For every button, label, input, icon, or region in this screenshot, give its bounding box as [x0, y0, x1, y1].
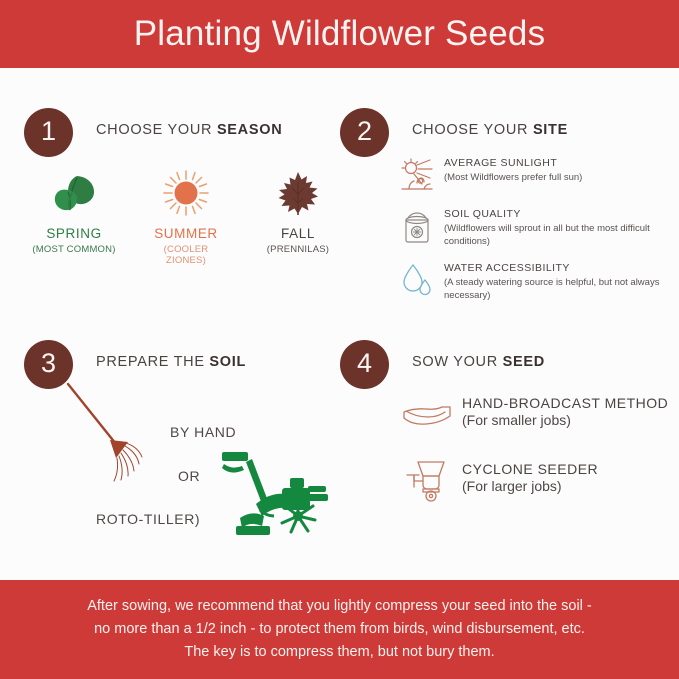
- site-item-sunlight: AVERAGE SUNLIGHT (Most Wildflowers prefe…: [398, 156, 668, 194]
- step-3-label-or: OR: [178, 468, 201, 484]
- season-spring-name: SPRING: [46, 226, 102, 241]
- site-item-water: WATER ACCESSIBILITY (A steady watering s…: [398, 261, 668, 302]
- sow-method-hand-broadcast-text: HAND-BROADCAST METHOD (For smaller jobs): [454, 394, 668, 427]
- site-item-soil-text: SOIL QUALITY (Wildflowers will sprout in…: [436, 207, 668, 248]
- sun-icon: [144, 166, 228, 220]
- footer-line-3: The key is to compress them, but not bur…: [184, 644, 495, 660]
- maple-leaf-icon: [256, 166, 340, 220]
- sow-method-list: HAND-BROADCAST METHOD (For smaller jobs): [402, 394, 670, 526]
- cyclone-seeder-icon: [402, 460, 454, 502]
- step-3-heading: PREPARE THE SOIL: [96, 354, 246, 370]
- step-4-heading-bold: SEED: [502, 354, 545, 370]
- sow-method-hand-broadcast-title: HAND-BROADCAST METHOD: [462, 395, 669, 411]
- sow-method-cyclone-seeder-text: CYCLONE SEEDER (For larger jobs): [454, 460, 598, 493]
- site-item-water-desc: (A steady watering source is helpful, bu…: [444, 277, 660, 301]
- season-summer-sub: (COOLER ZIONES): [163, 244, 209, 266]
- sow-method-cyclone-seeder-desc: (For larger jobs): [462, 478, 562, 494]
- step-2-number-badge: 2: [340, 108, 389, 157]
- step-4-number-badge: 4: [340, 340, 389, 389]
- step-3-heading-prefix: PREPARE THE: [96, 354, 210, 370]
- site-item-sunlight-text: AVERAGE SUNLIGHT (Most Wildflowers prefe…: [436, 156, 582, 184]
- step-1-heading-prefix: CHOOSE YOUR: [96, 122, 217, 138]
- site-item-sunlight-title: AVERAGE SUNLIGHT: [444, 157, 558, 169]
- season-fall-name: FALL: [281, 226, 315, 241]
- step-1-heading-bold: SEASON: [216, 122, 283, 138]
- step-2-heading-bold: SITE: [532, 122, 568, 138]
- footer-banner: After sowing, we recommend that you ligh…: [0, 580, 679, 679]
- season-fall: FALL (PRENNILAS): [256, 166, 340, 266]
- step-1-number-badge: 1: [24, 108, 73, 157]
- step-3-prepare-soil: 3 PREPARE THE SOIL: [24, 340, 344, 555]
- roto-tiller-icon: [220, 448, 332, 545]
- soil-bag-icon: [398, 207, 436, 245]
- sow-method-hand-broadcast-desc: (For smaller jobs): [462, 412, 571, 428]
- leaves-icon: [32, 166, 116, 220]
- step-2-choose-site: 2 CHOOSE YOUR SITE: [340, 108, 670, 308]
- step-3-number: 3: [40, 348, 57, 378]
- step-3-number-badge: 3: [24, 340, 73, 389]
- sow-method-cyclone-seeder-title: CYCLONE SEEDER: [462, 461, 599, 477]
- step-2-heading-prefix: CHOOSE YOUR: [412, 122, 533, 138]
- season-spring-sub: (MOST COMMON): [32, 244, 116, 255]
- header-banner: Planting Wildflower Seeds: [0, 0, 679, 68]
- site-criteria-list: AVERAGE SUNLIGHT (Most Wildflowers prefe…: [398, 156, 668, 315]
- site-item-soil: SOIL QUALITY (Wildflowers will sprout in…: [398, 207, 668, 248]
- season-options: SPRING (MOST COMMON): [32, 166, 342, 266]
- step-4-number: 4: [356, 348, 373, 378]
- sow-method-hand-broadcast: HAND-BROADCAST METHOD (For smaller jobs): [402, 394, 670, 434]
- sun-plant-icon: [398, 156, 436, 194]
- step-2-heading: CHOOSE YOUR SITE: [412, 122, 568, 138]
- step-3-label-by-hand: BY HAND: [170, 424, 237, 440]
- sow-method-cyclone-seeder: CYCLONE SEEDER (For larger jobs): [402, 460, 670, 502]
- step-1-heading: CHOOSE YOUR SEASON: [96, 122, 282, 138]
- season-summer: SUMMER (COOLER ZIONES): [144, 166, 228, 266]
- site-item-water-title: WATER ACCESSIBILITY: [444, 262, 570, 274]
- page-title: Planting Wildflower Seeds: [133, 14, 546, 53]
- step-4-sow-seed: 4 SOW YOUR SEED HA: [340, 340, 670, 540]
- rake-icon: [66, 382, 176, 502]
- open-hand-icon: [402, 394, 454, 434]
- step-4-heading: SOW YOUR SEED: [412, 354, 545, 370]
- step-4-heading-prefix: SOW YOUR: [412, 354, 503, 370]
- site-item-water-text: WATER ACCESSIBILITY (A steady watering s…: [436, 261, 668, 302]
- steps-container: 1 CHOOSE YOUR SEASON: [0, 68, 679, 580]
- step-3-label-roto-tiller: ROTO-TILLER): [96, 511, 201, 527]
- step-1-choose-season: 1 CHOOSE YOUR SEASON: [24, 108, 344, 308]
- footer-line-2: no more than a 1/2 inch - to protect the…: [94, 621, 585, 637]
- season-spring: SPRING (MOST COMMON): [32, 166, 116, 266]
- site-item-soil-title: SOIL QUALITY: [444, 208, 521, 220]
- step-1-number: 1: [40, 116, 57, 146]
- site-item-sunlight-desc: (Most Wildflowers prefer full sun): [444, 172, 583, 183]
- step-2-number: 2: [356, 116, 373, 146]
- water-drops-icon: [398, 261, 436, 299]
- season-fall-sub: (PRENNILAS): [266, 244, 330, 255]
- step-3-heading-bold: SOIL: [209, 354, 247, 370]
- footer-line-1: After sowing, we recommend that you ligh…: [87, 598, 592, 614]
- site-item-soil-desc: (Wildflowers will sprout in all but the …: [444, 223, 650, 247]
- season-summer-name: SUMMER: [154, 226, 218, 241]
